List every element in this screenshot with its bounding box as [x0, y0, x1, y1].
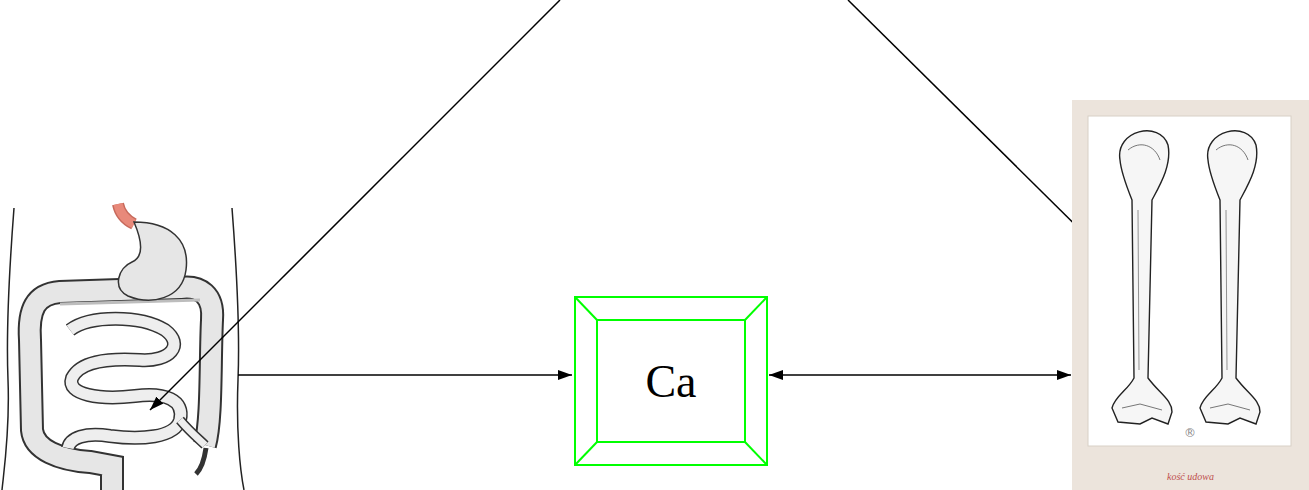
calcium-box: Ca	[574, 296, 768, 466]
absorption-arrow	[238, 374, 572, 376]
exchange-arrow	[769, 374, 1071, 376]
registered-mark: ®	[1184, 426, 1196, 440]
image-caption: kość udowa	[1167, 471, 1214, 482]
intestine-illustration	[2, 204, 244, 490]
element-symbol: Ca	[645, 355, 696, 408]
leader-arrow	[150, 0, 560, 410]
